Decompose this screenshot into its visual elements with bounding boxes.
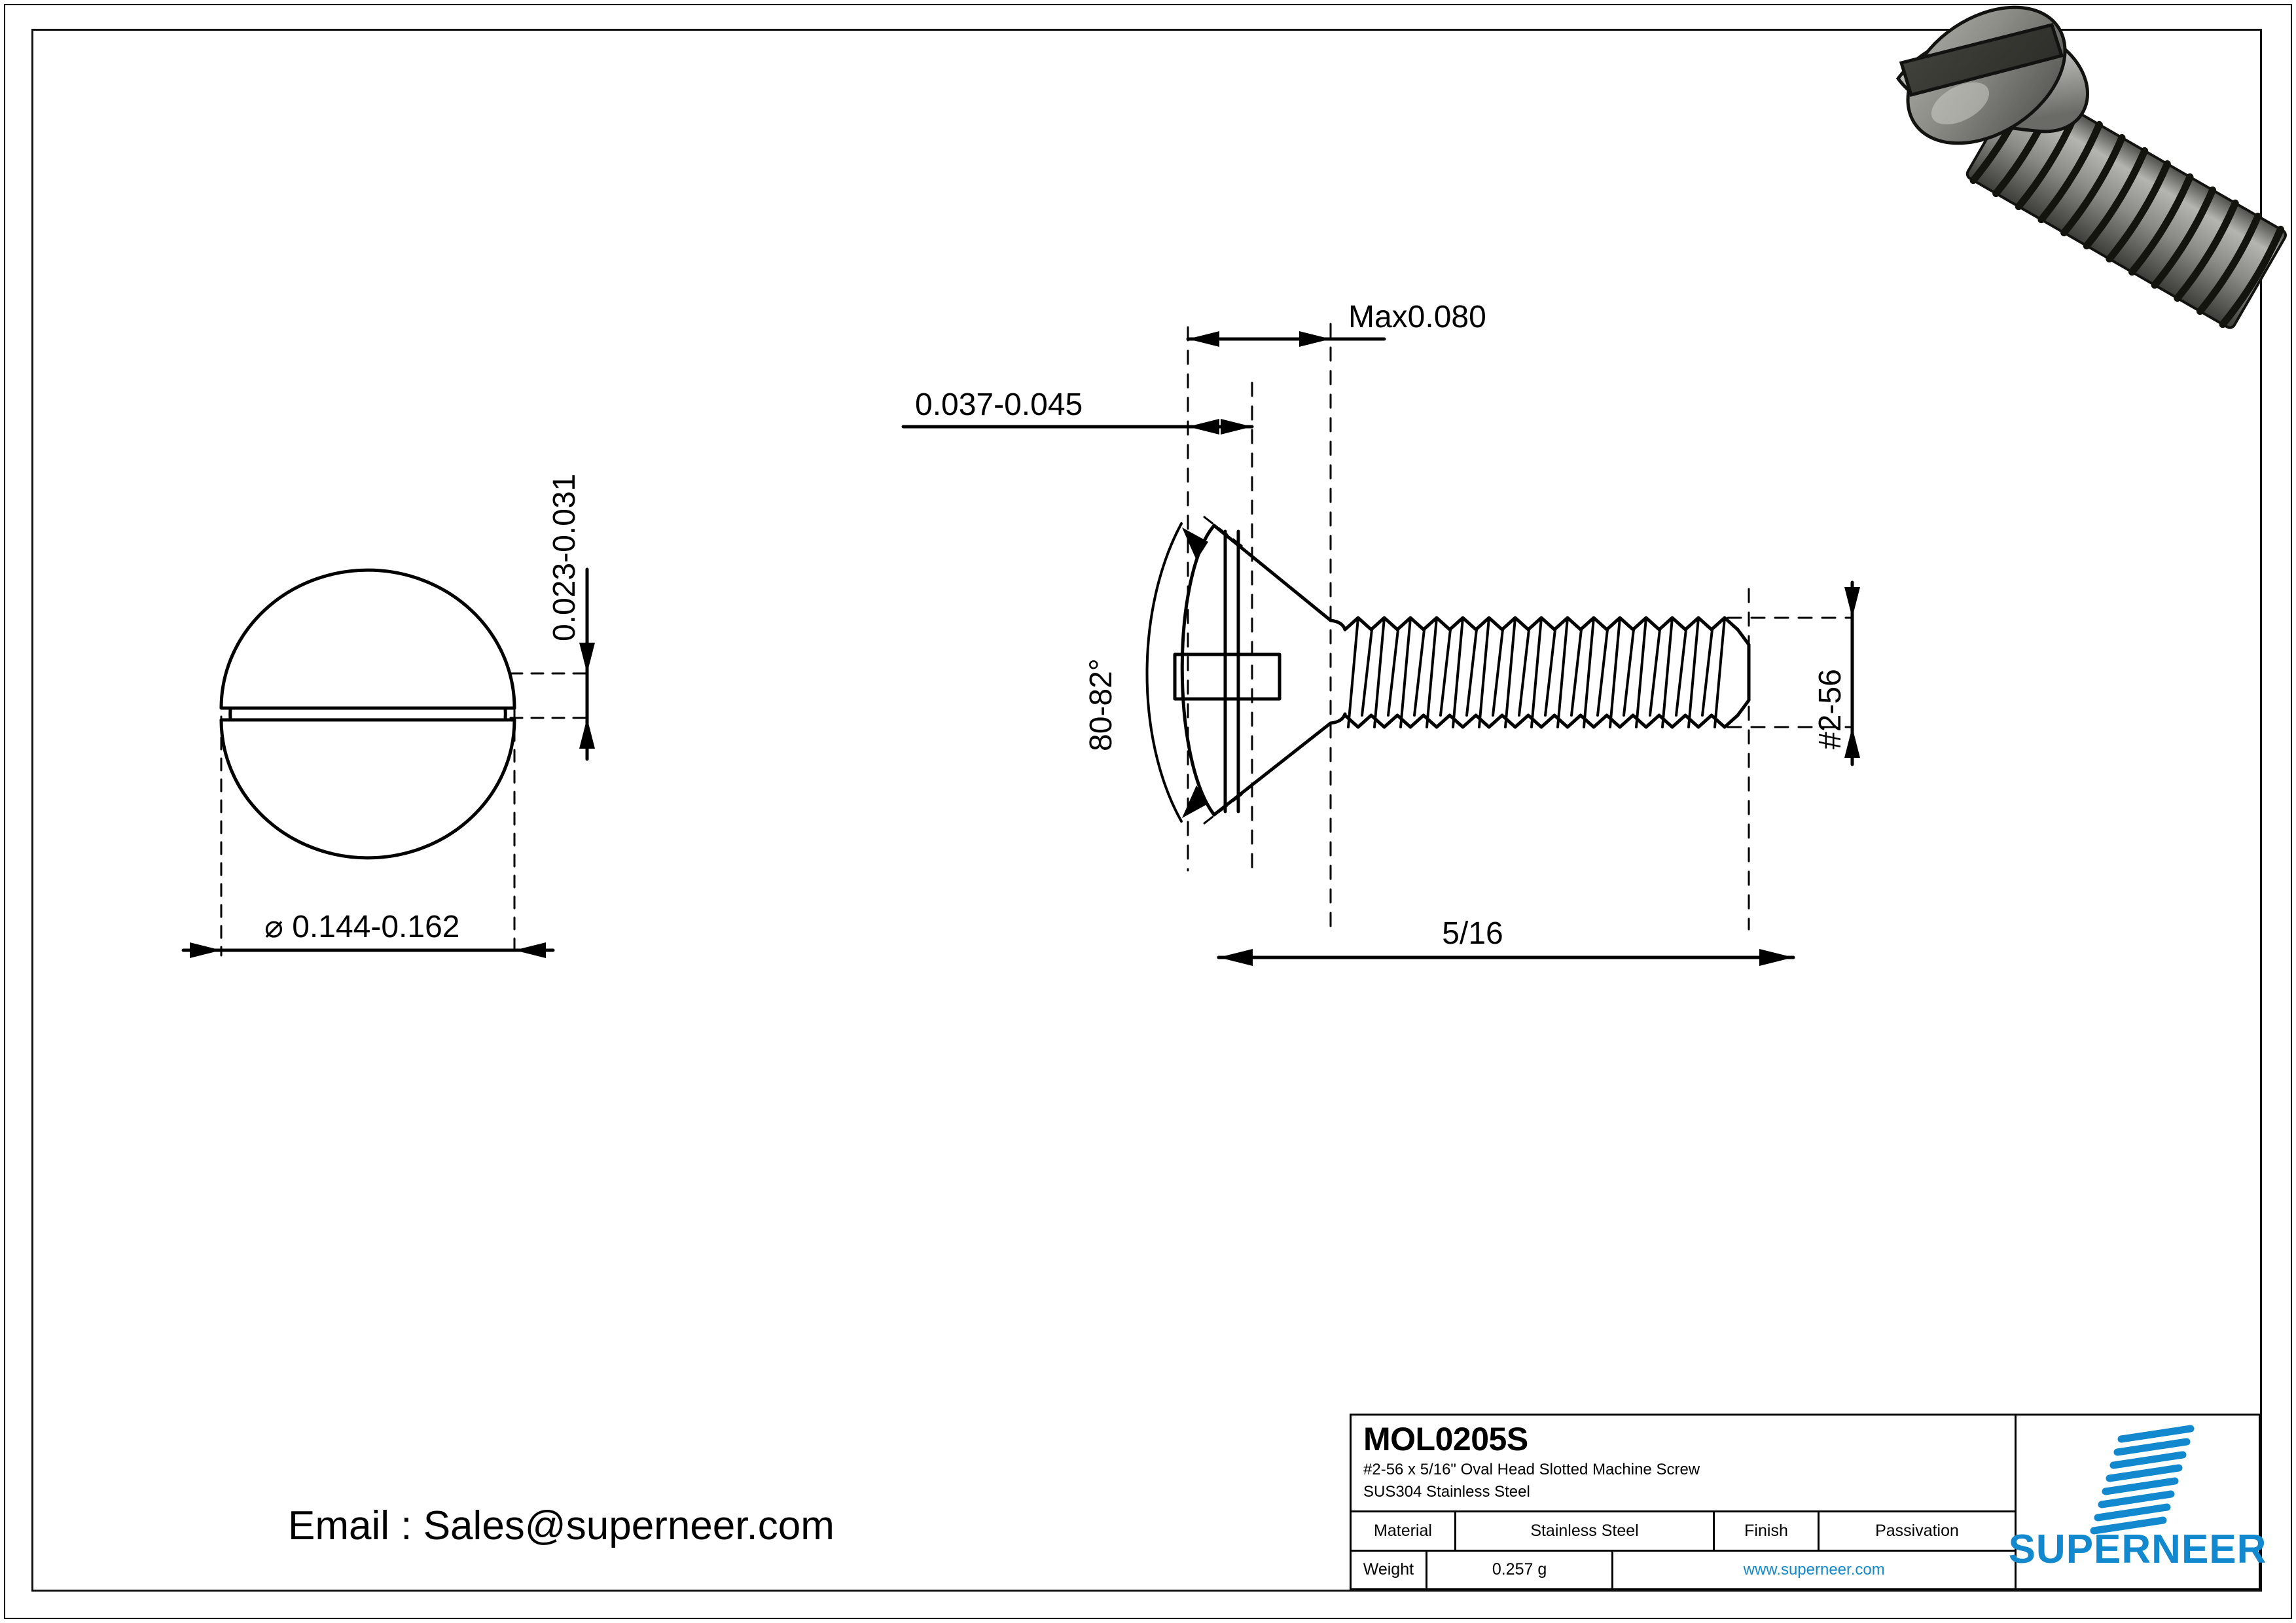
screw-side-view: [1173, 524, 1751, 817]
sheet-inner-border: [31, 29, 2262, 1592]
part-number: MOL0205S: [1363, 1421, 1528, 1457]
dimension-text-group: ⌀ 0.144-0.162 0.023-0.031 Max0.080 0.037…: [264, 300, 1848, 951]
weight-row: Weight 0.257 g www.superneer.com: [1352, 1551, 2015, 1588]
description-line-1: #2-56 x 5/16" Oval Head Slotted Machine …: [1363, 1461, 1700, 1478]
brand-wordmark: SUPERNEER: [2008, 1527, 2267, 1572]
dim-thread-spec: #2-56: [1813, 669, 1848, 749]
superneer-logo-icon: [2090, 1425, 2195, 1535]
title-block: MOL0205S #2-56 x 5/16" Oval Head Slotted…: [1350, 1414, 2266, 1590]
weight-label: Weight: [1352, 1551, 1427, 1588]
dimension-arrows: [181, 337, 1854, 959]
title-block-left: MOL0205S #2-56 x 5/16" Oval Head Slotted…: [1352, 1416, 2017, 1588]
iso-screw-render: [1895, 5, 2287, 329]
dim-slot-width: 0.037-0.045: [915, 387, 1083, 422]
thread-profile: [1343, 616, 1751, 729]
email-text: Email : Sales@superneer.com: [288, 1503, 834, 1548]
dim-head-diameter: ⌀ 0.144-0.162: [264, 910, 459, 944]
dim-head-angle: 80-82°: [1084, 658, 1119, 751]
title-block-description: MOL0205S #2-56 x 5/16" Oval Head Slotted…: [1352, 1416, 2015, 1512]
material-label: Material: [1352, 1512, 1456, 1550]
dimension-lines: [220, 323, 1854, 957]
head-top-view: [219, 568, 516, 860]
dim-slot-depth-max: Max0.080: [1348, 300, 1486, 334]
weight-value: 0.257 g: [1427, 1551, 1614, 1588]
title-block-spec-rows: Material Stainless Steel Finish Passivat…: [1352, 1512, 2015, 1588]
arrowheads: [190, 331, 1860, 966]
finish-value: Passivation: [1875, 1521, 1959, 1540]
sheet-outer-border: [4, 4, 2292, 1619]
dim-head-height: 0.023-0.031: [547, 474, 582, 641]
website-link[interactable]: www.superneer.com: [1743, 1560, 1885, 1578]
brand-panel: SUPERNEER: [2009, 1416, 2266, 1588]
material-value: Stainless Steel: [1456, 1512, 1715, 1550]
material-row: Material Stainless Steel Finish Passivat…: [1352, 1512, 2015, 1552]
description-line-2: SUS304 Stainless Steel: [1363, 1483, 1530, 1501]
finish-label: Finish: [1715, 1512, 1820, 1550]
dim-length: 5/16: [1442, 916, 1503, 951]
